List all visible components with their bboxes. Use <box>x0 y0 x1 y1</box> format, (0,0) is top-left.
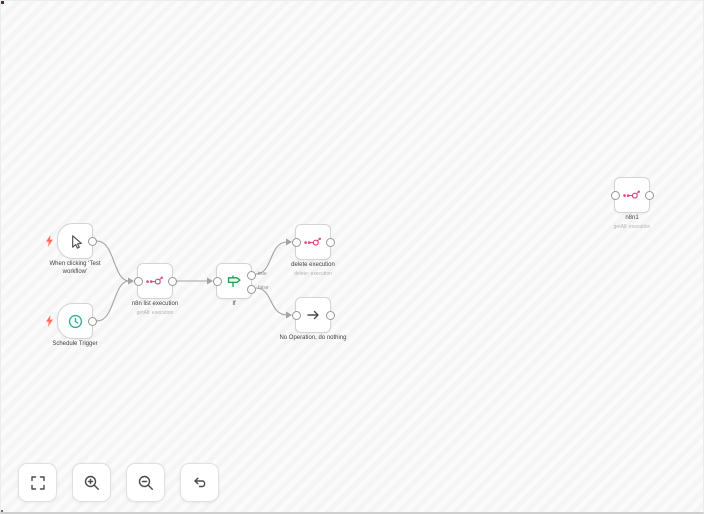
clock-icon <box>68 314 82 328</box>
n8n-icon <box>304 237 321 246</box>
cursor-icon <box>71 234 82 249</box>
node-n8n1[interactable] <box>610 177 654 213</box>
node-label-n8n1: n8n1 getAll: execution <box>592 215 672 230</box>
undo-icon <box>193 477 205 487</box>
node-title: When clicking ‘Test workflow’ <box>49 261 101 275</box>
node-label-no-operation: No Operation, do nothing <box>268 335 358 343</box>
node-title: Schedule Trigger <box>52 341 98 347</box>
trigger-bolt-icon <box>46 315 53 327</box>
node-title: n8n1 <box>625 215 639 221</box>
connection-manual-to-n8nlist[interactable] <box>96 240 130 282</box>
output-port-label-false: false <box>258 285 269 291</box>
output-port-label-true: true <box>258 271 267 277</box>
corner-artifact <box>1 1 4 4</box>
zoom-in-icon <box>84 475 99 490</box>
node-subtitle: getAll: execution <box>136 309 174 316</box>
node-manual-trigger[interactable] <box>57 223 97 259</box>
signpost-icon <box>227 275 241 288</box>
output-handle-true[interactable] <box>246 270 256 280</box>
node-label-delete-execution: delete execution delete: execution <box>273 262 353 277</box>
node-if[interactable] <box>212 263 256 299</box>
input-handle[interactable] <box>291 310 301 320</box>
node-title: n8n list execution <box>131 301 179 307</box>
output-handle[interactable] <box>325 310 335 320</box>
node-no-operation[interactable] <box>291 297 335 333</box>
connection-if-true-to-delete[interactable] <box>255 241 288 275</box>
edge-arrowhead <box>207 277 213 285</box>
edge-arrowhead <box>286 311 292 319</box>
n8n-icon <box>146 276 163 285</box>
output-handle-false[interactable] <box>246 284 256 294</box>
edge-arrowhead <box>128 277 134 285</box>
edge-arrowhead <box>286 238 292 246</box>
node-subtitle: getAll: execution <box>613 223 651 230</box>
output-handle[interactable] <box>87 316 97 326</box>
connection-if-false-to-noop[interactable] <box>255 287 288 316</box>
output-handle[interactable] <box>87 236 97 246</box>
output-handle[interactable] <box>167 276 177 286</box>
node-title: No Operation, do nothing <box>279 335 347 341</box>
undo-button[interactable] <box>180 463 219 502</box>
corner-artifact <box>1 510 3 512</box>
fit-view-icon <box>30 475 45 490</box>
node-subtitle: delete: execution <box>294 270 332 277</box>
fit-view-button[interactable] <box>18 463 57 502</box>
node-label-manual-trigger: When clicking ‘Test workflow’ <box>43 261 107 277</box>
zoom-out-button[interactable] <box>126 463 165 502</box>
node-schedule-trigger[interactable] <box>57 303 97 339</box>
input-handle[interactable] <box>212 276 222 286</box>
zoom-in-button[interactable] <box>72 463 111 502</box>
zoom-out-icon <box>138 475 153 490</box>
output-handle[interactable] <box>325 237 335 247</box>
input-handle[interactable] <box>291 237 301 247</box>
arrow-right-icon <box>307 310 319 320</box>
node-label-if: If <box>204 301 264 309</box>
input-handle[interactable] <box>133 276 143 286</box>
input-handle[interactable] <box>610 190 620 200</box>
node-n8n-list-execution[interactable] <box>133 263 177 299</box>
node-title: If <box>232 301 236 307</box>
n8n-icon <box>623 190 640 199</box>
node-label-schedule-trigger: Schedule Trigger <box>35 341 115 349</box>
node-label-n8n-list-execution: n8n list execution getAll: execution <box>115 301 195 316</box>
trigger-bolt-icon <box>46 235 53 247</box>
node-title: delete execution <box>291 262 335 268</box>
connection-schedule-to-n8nlist[interactable] <box>96 280 130 322</box>
output-handle[interactable] <box>644 190 654 200</box>
node-delete-execution[interactable] <box>291 224 335 260</box>
